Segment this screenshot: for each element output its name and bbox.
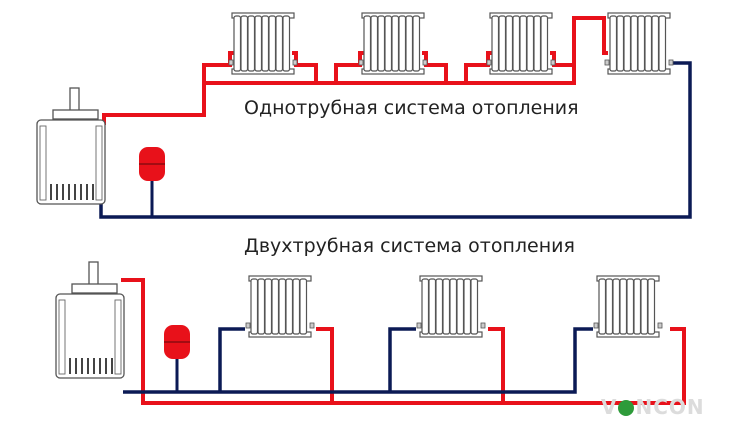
one-pipe-supply-line xyxy=(292,51,364,85)
radiator-icon xyxy=(486,12,556,75)
watermark-text-end: NCON xyxy=(635,395,705,419)
one-pipe-system xyxy=(36,12,692,219)
boiler-icon xyxy=(55,261,125,379)
one-pipe-supply-line xyxy=(102,51,234,125)
two-pipe-return-line xyxy=(388,327,416,392)
radiator-icon xyxy=(228,12,298,75)
two-pipe-return-line xyxy=(218,327,245,392)
one-pipe-return-line xyxy=(99,61,692,219)
radiator-icon xyxy=(245,275,315,338)
boiler-icon xyxy=(36,87,106,205)
expansion-tank-icon xyxy=(163,324,191,360)
one-pipe-supply-line xyxy=(572,16,608,83)
vencon-watermark: V NCON xyxy=(601,395,705,419)
radiator-icon xyxy=(593,275,663,338)
two-pipe-supply-line xyxy=(488,327,505,403)
radiator-icon xyxy=(604,12,674,75)
radiator-icon xyxy=(416,275,486,338)
watermark-text-start: V xyxy=(601,395,618,419)
two-pipe-caption: Двухтрубная система отопления xyxy=(244,235,575,257)
two-pipe-system xyxy=(55,261,686,405)
one-pipe-supply-line xyxy=(422,51,492,85)
two-pipe-supply-line xyxy=(121,278,686,405)
two-pipe-supply-line xyxy=(316,327,334,403)
two-pipe-return-line xyxy=(123,327,593,394)
watermark-leaf-icon xyxy=(618,400,635,416)
radiator-icon xyxy=(358,12,428,75)
one-pipe-supply-line xyxy=(204,51,576,85)
expansion-tank-icon xyxy=(138,146,166,182)
one-pipe-caption: Однотрубная система отопления xyxy=(244,97,579,119)
